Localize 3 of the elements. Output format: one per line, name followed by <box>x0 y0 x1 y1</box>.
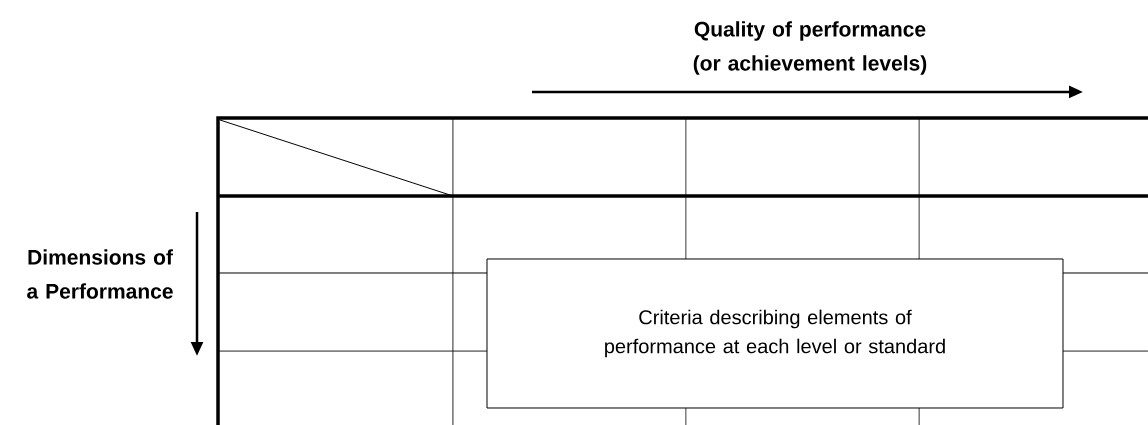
axis-heading: Quality of performance (or achievement levels) <box>693 21 927 75</box>
axis-heading: Dimensions of a Performance <box>27 249 173 299</box>
criteria-box: Criteria describing elements of performance at each level or standard <box>486 258 1064 409</box>
